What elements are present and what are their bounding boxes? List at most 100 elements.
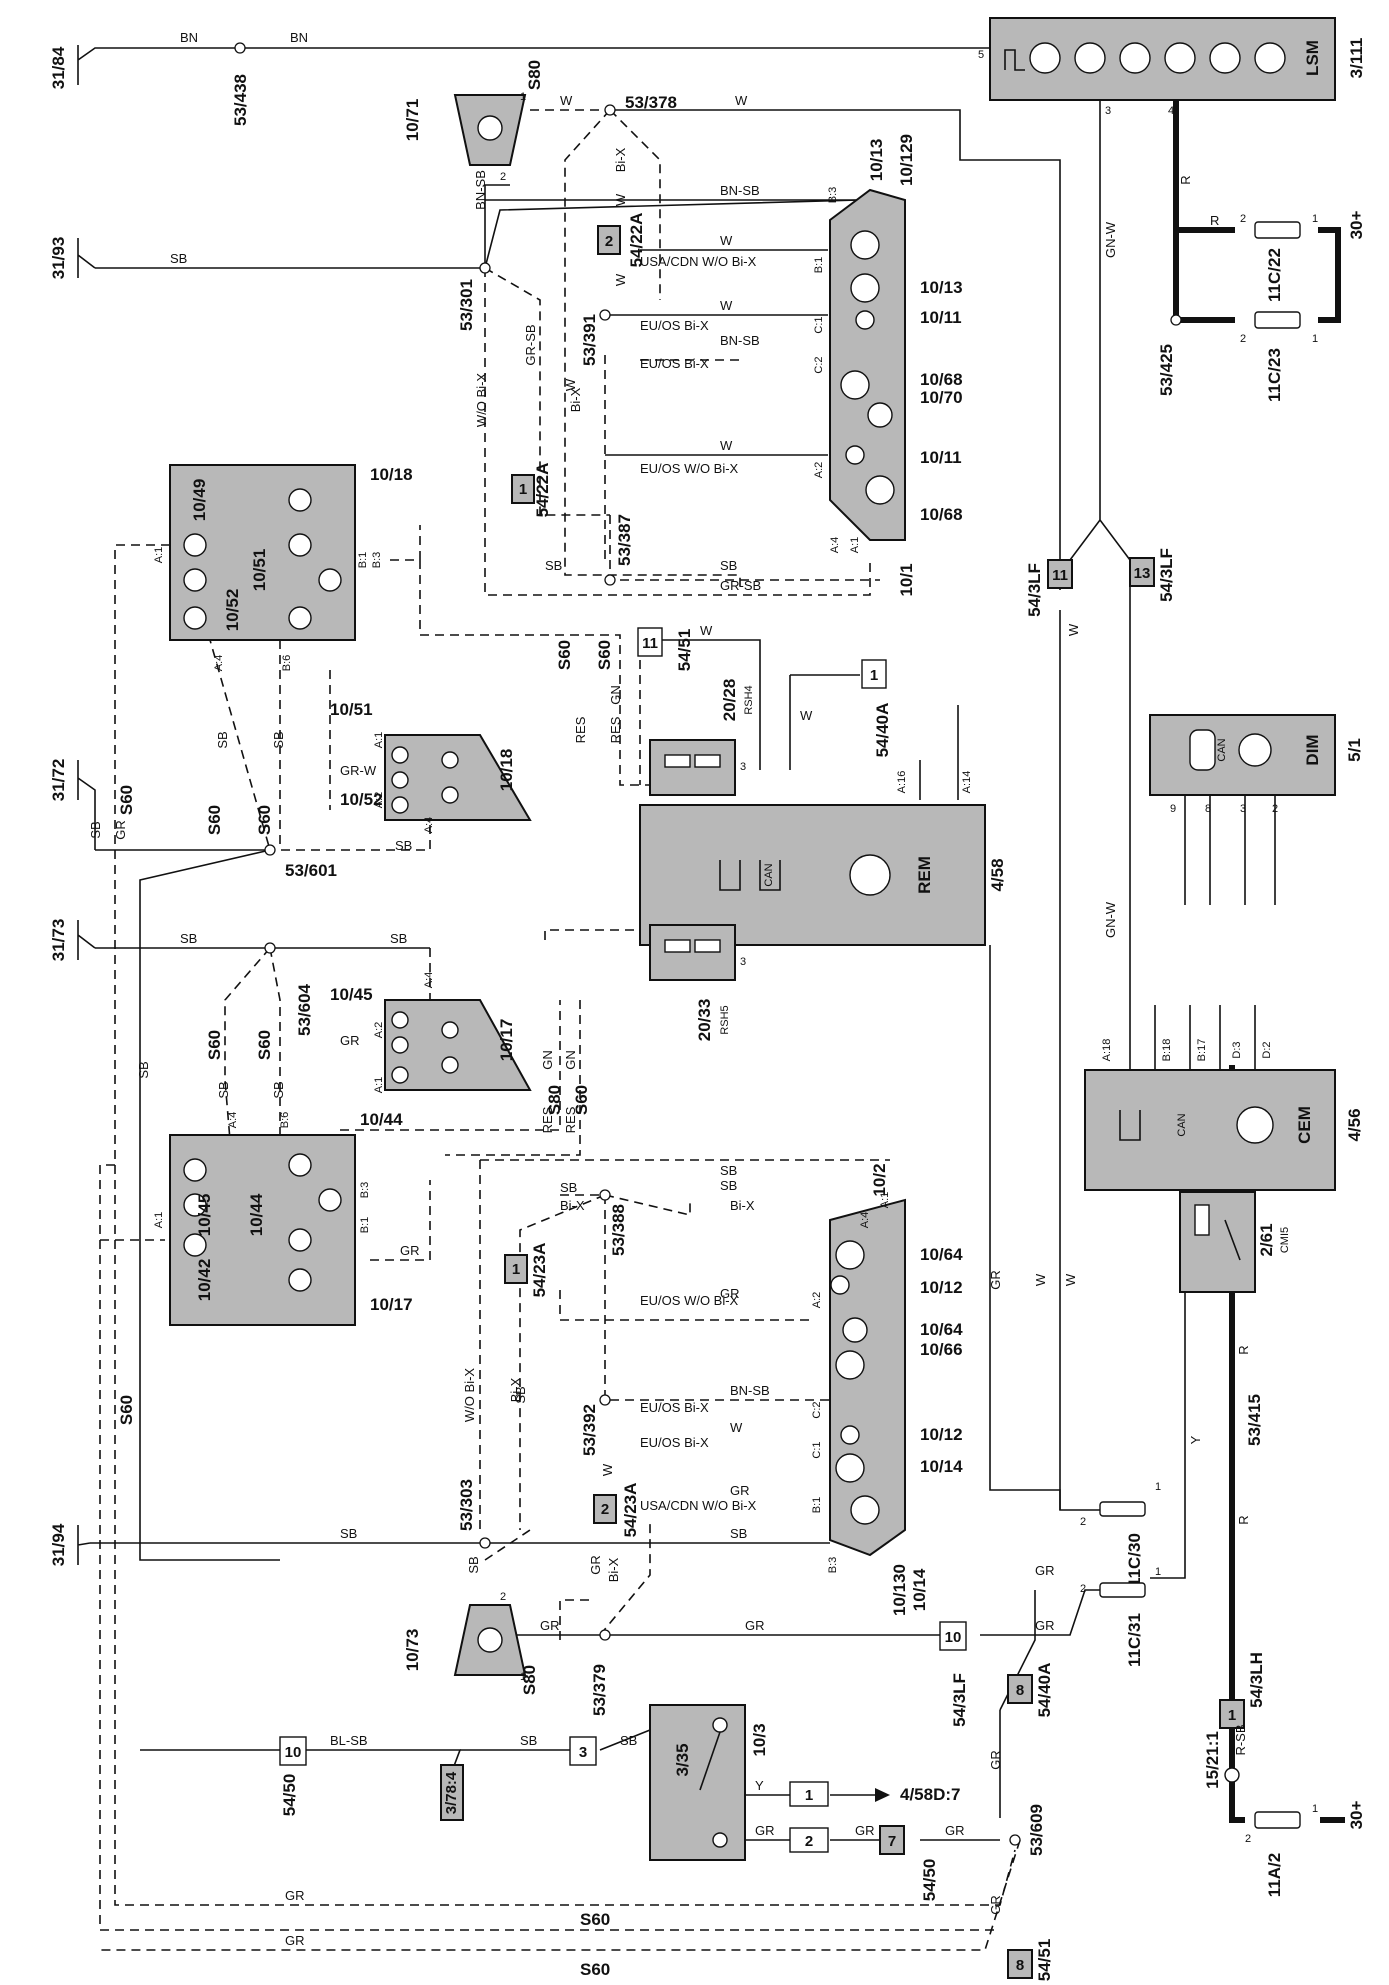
svg-text:2: 2 — [1245, 1833, 1251, 1845]
svg-text:R: R — [1178, 175, 1193, 184]
fuses: 11C/22 2 1 11C/23 2 1 11C/30 11C/31 11A/… — [1099, 213, 1318, 1897]
svg-text:S60: S60 — [572, 1085, 591, 1115]
splice-53-604: 53/604 — [264, 942, 314, 1036]
svg-text:A:1: A:1 — [153, 1212, 165, 1229]
svg-text:SB: SB — [271, 731, 286, 748]
ground-symbols: 31/84 31/93 31/72 31/73 31/94 — [49, 45, 100, 1566]
svg-text:EU/OS Bi-X: EU/OS Bi-X — [640, 1400, 709, 1415]
svg-text:10/73: 10/73 — [403, 1629, 422, 1672]
svg-text:1: 1 — [1155, 1566, 1161, 1578]
svg-text:30+: 30+ — [1347, 1801, 1366, 1830]
svg-text:CAN: CAN — [1176, 1113, 1188, 1136]
svg-text:11A/2: 11A/2 — [1265, 1853, 1284, 1897]
svg-text:CAN: CAN — [1216, 738, 1228, 761]
svg-text:53/391: 53/391 — [580, 314, 599, 366]
svg-text:53/301: 53/301 — [457, 279, 476, 331]
splice-53-425: 53/425 — [1157, 314, 1182, 396]
svg-text:SB: SB — [271, 1081, 286, 1098]
svg-text:SB: SB — [390, 931, 407, 946]
fuse-11c-22: 11C/22 2 1 — [1240, 213, 1318, 302]
svg-text:20/33: 20/33 — [695, 999, 714, 1042]
svg-text:CMI5: CMI5 — [1279, 1227, 1291, 1253]
svg-text:W: W — [735, 93, 748, 108]
svg-text:53/425: 53/425 — [1157, 344, 1176, 396]
svg-text:BN-SB: BN-SB — [720, 333, 760, 348]
brake-switch: 3/35 10/3 — [649, 1704, 769, 1861]
svg-text:S60: S60 — [255, 1030, 274, 1060]
conn-54-40a-1: 1 54/40A — [861, 659, 892, 757]
svg-text:BN-SB: BN-SB — [720, 183, 760, 198]
fuse-11c-30: 11C/30 — [1099, 1501, 1146, 1587]
fuse-11c-23: 11C/23 2 1 — [1240, 311, 1318, 402]
svg-text:GR: GR — [285, 1933, 305, 1948]
ground-31-73: 31/73 — [49, 919, 96, 962]
svg-text:31/73: 31/73 — [49, 919, 68, 962]
svg-text:10/52: 10/52 — [223, 589, 242, 632]
svg-text:10/12: 10/12 — [920, 1425, 963, 1444]
svg-text:A:4: A:4 — [423, 817, 435, 834]
svg-text:A:18: A:18 — [1101, 1039, 1113, 1062]
svg-text:S60: S60 — [205, 805, 224, 835]
svg-text:10/51: 10/51 — [250, 549, 269, 592]
svg-text:5: 5 — [978, 49, 984, 61]
svg-text:W/O Bi-X: W/O Bi-X — [474, 373, 489, 427]
variant-labels: S80 S60 S60 S60 S60 S60 S60 S60 S80 S60 … — [117, 60, 757, 1979]
conn-54-22a-2: 2 54/22A — [597, 213, 646, 267]
svg-text:B:1: B:1 — [813, 257, 825, 274]
svg-text:R: R — [1236, 1515, 1251, 1524]
dashed-wires — [99, 109, 1021, 1951]
svg-text:53/604: 53/604 — [295, 983, 314, 1036]
svg-text:GR-W: GR-W — [340, 763, 377, 778]
svg-text:53/601: 53/601 — [285, 861, 337, 880]
svg-text:2: 2 — [1080, 1516, 1086, 1528]
svg-text:3: 3 — [740, 956, 746, 968]
svg-text:GR: GR — [945, 1823, 965, 1838]
svg-text:GN-W: GN-W — [1103, 901, 1118, 938]
conn-54-3lf-10: 10 54/3LF — [939, 1621, 969, 1727]
svg-text:A:2: A:2 — [373, 792, 385, 809]
svg-text:5/1: 5/1 — [1345, 738, 1364, 762]
svg-text:GR: GR — [720, 1286, 740, 1301]
svg-text:10/68: 10/68 — [920, 505, 963, 524]
svg-text:Bi-X: Bi-X — [730, 1198, 755, 1213]
cmi5-relay: 2/61 CMI5 — [1179, 1191, 1291, 1293]
splice-53-301: 53/301 — [457, 262, 491, 331]
svg-text:W: W — [563, 378, 578, 391]
svg-text:SB: SB — [136, 1061, 151, 1078]
svg-text:W: W — [1066, 623, 1081, 636]
svg-text:BN: BN — [180, 30, 198, 45]
svg-text:10/64: 10/64 — [920, 1245, 963, 1264]
svg-text:B:6: B:6 — [281, 655, 293, 672]
conn-3: 3 — [569, 1736, 597, 1766]
conn-54-3lf-11: 11 54/3LF — [1025, 559, 1073, 617]
splice-53-391: 53/391 — [580, 309, 611, 366]
svg-text:10/18: 10/18 — [497, 749, 516, 792]
svg-text:B:1: B:1 — [359, 1217, 371, 1234]
svg-text:54/51: 54/51 — [1035, 1939, 1054, 1982]
svg-text:C:2: C:2 — [811, 1401, 823, 1418]
svg-text:54/50: 54/50 — [920, 1859, 939, 1902]
svg-text:W: W — [600, 1463, 615, 1476]
conn-54-22a-1: 1 54/22A — [511, 463, 552, 517]
svg-text:EU/OS Bi-X: EU/OS Bi-X — [640, 1435, 709, 1450]
svg-text:S60: S60 — [117, 1395, 136, 1425]
terminal-15-21-1: 15/21:1 — [1203, 1731, 1240, 1789]
tail-lamp-rear-right-small: 10/45 10/17 10/44 — [330, 985, 532, 1129]
svg-text:A:1: A:1 — [373, 1077, 385, 1094]
svg-text:20/28: 20/28 — [720, 679, 739, 722]
splice-53-392: 53/392 — [580, 1394, 611, 1456]
svg-text:2/61: 2/61 — [1257, 1223, 1276, 1256]
svg-text:10/52: 10/52 — [340, 790, 383, 809]
svg-text:BN-SB: BN-SB — [730, 1383, 770, 1398]
svg-text:S80: S80 — [520, 1665, 539, 1695]
svg-text:SB: SB — [88, 821, 103, 838]
svg-text:A:4: A:4 — [859, 1212, 871, 1229]
svg-text:A:16: A:16 — [896, 771, 908, 794]
svg-text:W: W — [700, 623, 713, 638]
svg-text:B:3: B:3 — [827, 1557, 839, 1574]
svg-text:GN-W: GN-W — [1103, 221, 1118, 258]
svg-text:54/3LF: 54/3LF — [1025, 563, 1044, 617]
svg-text:4/58: 4/58 — [988, 858, 1007, 891]
svg-text:10/130: 10/130 — [890, 1564, 909, 1616]
svg-text:10/13: 10/13 — [867, 139, 886, 182]
